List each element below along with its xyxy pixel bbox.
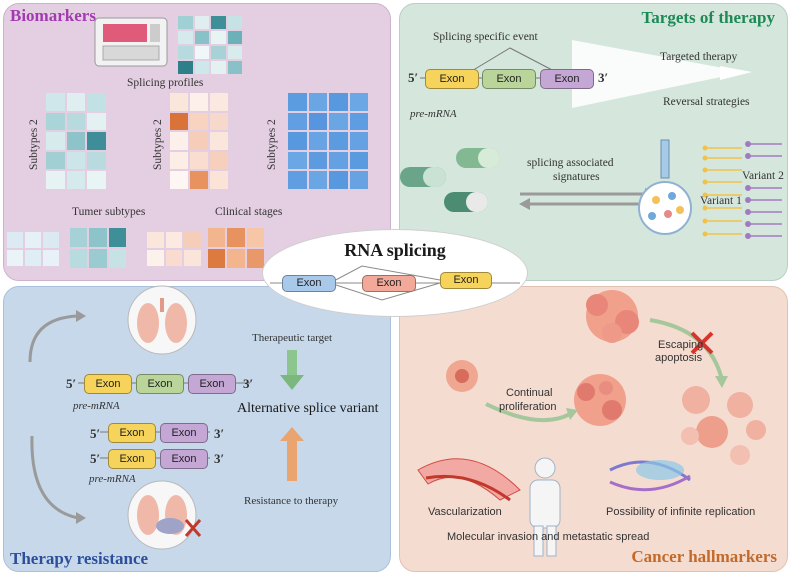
hallmarks-title: Cancer hallmarkers xyxy=(631,547,777,566)
vascularization-label: Vascularization xyxy=(428,506,502,518)
res-three-prime-3: 3′ xyxy=(214,451,225,466)
heatmap-tumor-b xyxy=(70,228,126,268)
three-prime-label: 3′ xyxy=(598,70,609,85)
heatmap-tumor-a xyxy=(7,232,59,266)
variant2-label: Variant 2 xyxy=(742,170,784,182)
res-exon-5: Exon xyxy=(160,423,208,443)
res-three-prime-2: 3′ xyxy=(214,426,225,441)
escaping-label-1: Escaping xyxy=(658,339,704,351)
variant1-label: Variant 1 xyxy=(700,195,742,207)
five-prime-label: 5′ xyxy=(408,70,419,85)
proliferating-cells-icon xyxy=(574,374,626,426)
tumor-subtypes-label: Tumer subtypes xyxy=(72,206,146,218)
premrna-label: pre-mRNA xyxy=(410,108,457,120)
splicing-event-label: Splicing specific event xyxy=(433,31,538,43)
single-cell-icon xyxy=(446,360,478,392)
targets-title: Targets of therapy xyxy=(641,8,775,27)
res-exon-1: Exon xyxy=(84,374,132,394)
invasion-label: Molecular invasion and metastatic spread xyxy=(447,531,650,543)
res-premrna-2: pre-mRNA xyxy=(89,473,136,485)
res-exon-2: Exon xyxy=(136,374,184,394)
center-exon-1: Exon xyxy=(282,275,336,292)
heatmap-profile xyxy=(178,16,242,74)
therapeutic-target-label: Therapeutic target xyxy=(252,332,333,344)
dna-replication-icon xyxy=(609,460,691,492)
lungs-resistant-icon xyxy=(127,480,202,550)
exon-3: Exon xyxy=(540,69,594,89)
subtypes-label-1: Subtypes 2 xyxy=(28,119,40,170)
human-figure-icon xyxy=(529,457,561,557)
res-exon-6: Exon xyxy=(108,449,156,469)
res-exon-4: Exon xyxy=(108,423,156,443)
heatmap-subtype-1 xyxy=(46,93,106,189)
res-five-prime-2: 5′ xyxy=(90,426,101,441)
heatmap-stage-b xyxy=(208,228,264,268)
rna-splicing-title: RNA splicing xyxy=(344,240,446,260)
clinical-stages-label: Clinical stages xyxy=(215,206,283,218)
continual-label-2: proliferation xyxy=(499,401,557,413)
subtypes-label-3: Subtypes 2 xyxy=(266,119,278,170)
alternative-variant-label: Alternative splice variant xyxy=(237,401,379,416)
apoptotic-cells-icon xyxy=(681,386,766,465)
heatmap-subtype-3 xyxy=(288,93,368,189)
res-exon-7: Exon xyxy=(160,449,208,469)
res-five-prime-3: 5′ xyxy=(90,451,101,466)
center-exon-2: Exon xyxy=(362,275,416,292)
continual-label-1: Continual xyxy=(506,387,553,399)
heatmap-stage-a xyxy=(147,232,201,266)
center-exon-3: Exon xyxy=(440,272,492,289)
heatmap-subtype-2 xyxy=(170,93,228,189)
cell-cluster-icon xyxy=(586,290,639,343)
signatures-label-1: splicing associated xyxy=(527,157,614,169)
resistance-title: Therapy resistance xyxy=(10,549,149,568)
res-five-prime-1: 5′ xyxy=(66,376,77,391)
capsule-icons xyxy=(400,148,500,212)
targeted-therapy-label: Targeted therapy xyxy=(660,51,738,63)
escaping-label-2: apoptosis xyxy=(655,352,703,364)
splicing-profiles-label: Splicing profiles xyxy=(127,77,204,89)
signatures-label-2: signatures xyxy=(553,171,600,183)
replication-label: Possibility of infinite replication xyxy=(606,506,756,518)
vessel-icon xyxy=(417,458,521,502)
res-premrna-1: pre-mRNA xyxy=(73,400,120,412)
reversal-strategies-label: Reversal strategies xyxy=(663,96,750,108)
lungs-icon xyxy=(127,285,197,355)
exon-2: Exon xyxy=(482,69,536,89)
biomarkers-title: Biomarkers xyxy=(10,6,96,25)
resistance-label: Resistance to therapy xyxy=(244,495,339,507)
therapy-funnel-arrow xyxy=(572,40,745,108)
exon-1: Exon xyxy=(425,69,479,89)
sequencer-icon xyxy=(94,17,168,67)
res-exon-3: Exon xyxy=(188,374,236,394)
subtypes-label-2: Subtypes 2 xyxy=(152,119,164,170)
res-three-prime-1: 3′ xyxy=(243,376,254,391)
